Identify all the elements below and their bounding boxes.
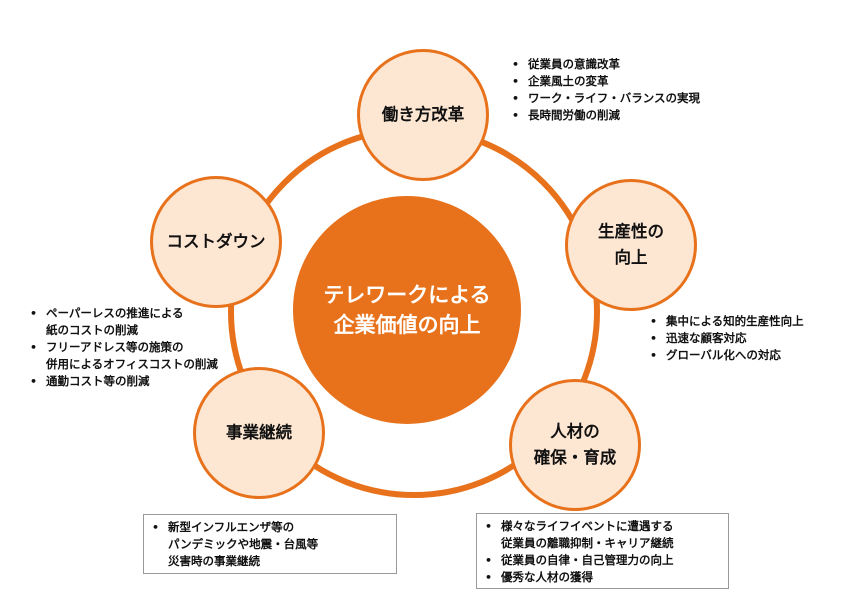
node-productivity-line-2: 向上 xyxy=(614,248,648,267)
list-item: 長時間労働の削減 xyxy=(510,107,700,124)
list-continuity: 新型インフルエンザ等の パンデミックや地震・台風等 災害時の事業継続 xyxy=(143,514,397,574)
list-item: 従業員の意識改革 xyxy=(510,56,700,73)
node-productivity-line-1: 生産性の xyxy=(598,222,664,241)
node-talent-line-2: 確保・育成 xyxy=(533,448,617,467)
node-costdown-label: コストダウン xyxy=(166,232,266,251)
list-item: ペーパーレスの推進による 紙のコストの削減 xyxy=(28,305,218,339)
list-item: ワーク・ライフ・バランスの実現 xyxy=(510,90,700,107)
list-costdown: ペーパーレスの推進による 紙のコストの削減 フリーアドレス等の施策の 併用による… xyxy=(28,305,218,390)
list-item: 迅速な顧客対応 xyxy=(648,330,804,347)
list-item: 様々なライフイベントに遭遇する 従業員の離職抑制・キャリア継続 xyxy=(483,518,722,552)
center-line-2: 企業価値の向上 xyxy=(333,313,481,337)
list-item: 企業風土の変革 xyxy=(510,73,700,90)
node-workstyle-label: 働き方改革 xyxy=(381,105,465,124)
list-item: グローバル化への対応 xyxy=(648,347,804,364)
center-circle: テレワークによる 企業価値の向上 xyxy=(293,196,521,424)
node-continuity-label: 事業継続 xyxy=(226,423,292,442)
node-talent: 人材の 確保・育成 xyxy=(509,379,641,511)
node-productivity: 生産性の 向上 xyxy=(565,179,697,311)
list-item: 通勤コスト等の削減 xyxy=(28,373,218,390)
node-costdown: コストダウン xyxy=(150,176,282,308)
list-talent: 様々なライフイベントに遭遇する 従業員の離職抑制・キャリア継続 従業員の自律・自… xyxy=(476,513,729,589)
list-productivity: 集中による知的生産性向上 迅速な顧客対応 グローバル化への対応 xyxy=(648,313,804,364)
list-item: フリーアドレス等の施策の 併用によるオフィスコストの削減 xyxy=(28,339,218,373)
node-continuity: 事業継続 xyxy=(193,367,325,499)
node-workstyle: 働き方改革 xyxy=(357,49,489,181)
list-item: 集中による知的生産性向上 xyxy=(648,313,804,330)
list-workstyle: 従業員の意識改革 企業風土の変革 ワーク・ライフ・バランスの実現 長時間労働の削… xyxy=(510,56,700,124)
list-item: 従業員の自律・自己管理力の向上 xyxy=(483,552,722,569)
list-item: 新型インフルエンザ等の パンデミックや地震・台風等 災害時の事業継続 xyxy=(150,519,390,570)
center-line-1: テレワークによる xyxy=(323,283,491,307)
list-item: 優秀な人材の獲得 xyxy=(483,569,722,586)
node-talent-line-1: 人材の xyxy=(550,422,600,441)
